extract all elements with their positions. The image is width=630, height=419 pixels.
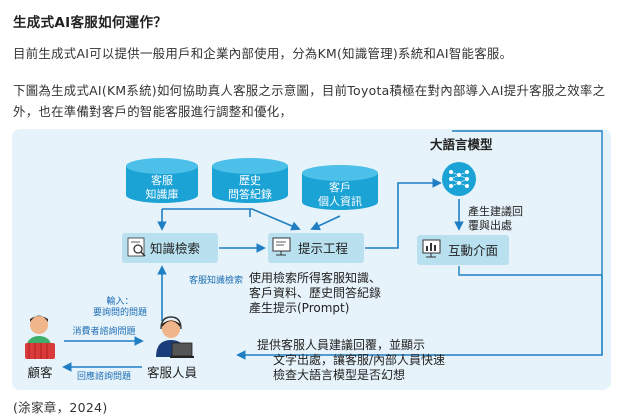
agent-icon bbox=[156, 316, 194, 358]
provide-desc-1: 提供客服人員建議回覆，並顯示 bbox=[257, 337, 425, 352]
prompt-engineering-label: 提示工程 bbox=[298, 241, 349, 256]
prompt-engineering-box: 提示工程 bbox=[268, 233, 364, 263]
monitor-icon bbox=[272, 237, 291, 256]
interface-to-agent-arrow bbox=[236, 275, 603, 360]
diagram-intro-paragraph: 下圖為生成式AI(KM系統)如何協助真人客服之示意圖，目前Toyota積極在對內… bbox=[13, 83, 606, 119]
kb-database-label-1: 客服 bbox=[151, 173, 173, 187]
history-database-label-2: 問答紀錄 bbox=[228, 187, 272, 201]
llm-title: 大語言模型 bbox=[430, 137, 493, 152]
gen-reply-label-1: 產生建議回 bbox=[468, 204, 523, 218]
image-caption: (涂家章，2024) bbox=[13, 400, 108, 415]
customer-database: 客戶 個人資訊 bbox=[302, 165, 378, 210]
prompt-desc-2: 客戶資料、歷史問答紀錄 bbox=[249, 285, 381, 300]
history-database-label-1: 歷史 bbox=[239, 174, 261, 187]
interface-label: 互動介面 bbox=[448, 243, 498, 258]
kb-search-label: 客服知識檢索 bbox=[189, 274, 243, 286]
reply-ask-label: 回應諮詢問題 bbox=[77, 370, 131, 382]
interface-box: 互動介面 bbox=[417, 235, 509, 265]
magnifier-icon bbox=[127, 237, 146, 257]
neural-network-icon bbox=[442, 162, 476, 196]
prompt-desc-3: 產生提示(Prompt) bbox=[249, 300, 349, 315]
knowledge-search-label: 知識檢索 bbox=[150, 241, 200, 256]
chart-monitor-icon bbox=[422, 239, 441, 258]
intro-paragraph: 目前生成式AI可以提供一般用戶和企業內部使用，分為KM(知識管理)系統和AI智能… bbox=[13, 46, 513, 61]
provide-desc-2: 文字出處，讓客服/內部人員快速 bbox=[273, 352, 445, 367]
customer-database-label-1: 客戶 bbox=[329, 180, 351, 194]
customer-label: 顧客 bbox=[27, 365, 53, 380]
db-to-prompt-arrows bbox=[162, 208, 341, 231]
prompt-to-llm-arrow bbox=[365, 178, 442, 249]
input-label-2: 要詢問的問題 bbox=[93, 306, 147, 318]
prompt-desc-1: 使用檢索所得客服知識、 bbox=[249, 270, 381, 285]
history-database: 歷史 問答紀錄 bbox=[212, 158, 288, 203]
kb-database: 客服 知識庫 bbox=[126, 158, 198, 203]
knowledge-search-box: 知識檢索 bbox=[122, 233, 218, 263]
customer-database-label-2: 個人資訊 bbox=[318, 194, 362, 208]
kb-database-label-2: 知識庫 bbox=[146, 187, 179, 201]
gen-reply-label-2: 覆與出處 bbox=[468, 218, 512, 232]
agent-label: 客服人員 bbox=[147, 365, 198, 380]
customer-icon bbox=[25, 315, 55, 359]
ai-customer-service-diagram: 客服 知識庫 歷史 問答紀錄 客戶 個人資訊 知識檢索 bbox=[12, 129, 611, 390]
page-heading: 生成式AI客服如何運作？ bbox=[13, 15, 168, 31]
consumer-ask-label: 消費者諮詢問題 bbox=[72, 325, 135, 337]
input-label-1: 輸入： bbox=[106, 295, 133, 307]
provide-desc-3: 檢查大語言模型是否幻想 bbox=[273, 367, 405, 382]
